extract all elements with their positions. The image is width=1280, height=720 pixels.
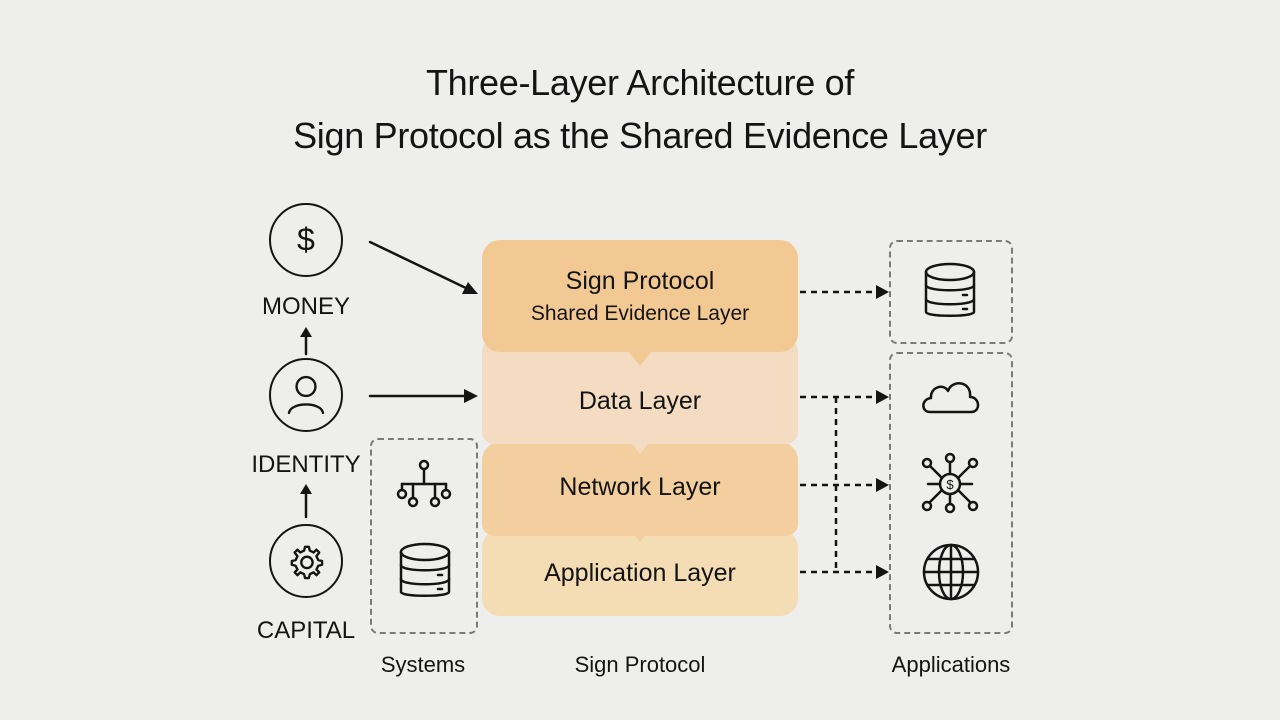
systems-database-icon [399, 542, 451, 597]
systems-box [370, 438, 478, 634]
dollar-sign: $ [297, 221, 315, 257]
application-box-bottom [889, 352, 1013, 634]
money-icon: $ [269, 203, 343, 277]
capital-gear-icon [269, 524, 343, 598]
money-label: MONEY [261, 293, 350, 320]
application-layer: Application Layer [482, 530, 798, 616]
sign-protocol-layer-label: Sign Protocol [565, 266, 715, 295]
network-layer: Network Layer [482, 442, 798, 536]
identity-icon [269, 358, 343, 432]
diagram-title-line-2: Sign Protocol as the Shared Evidence Lay… [293, 115, 987, 156]
applications-caption: Applications [891, 652, 1011, 677]
application-box-top [889, 240, 1013, 344]
arrow-money-to-sign-protocol [368, 240, 478, 294]
globe-icon [922, 543, 980, 601]
database-icon [924, 262, 976, 317]
network-tree-icon [396, 459, 452, 508]
arrow-identity-to-data-layer [368, 389, 478, 403]
capital-label: CAPITAL [256, 617, 356, 644]
arrow-capital-to-identity [300, 484, 312, 519]
diagram-title-line-1: Three-Layer Architecture of [425, 62, 855, 103]
network-layer-label: Network Layer [559, 472, 721, 501]
systems-caption: Systems [380, 652, 466, 677]
application-layer-label: Application Layer [544, 558, 736, 587]
sign-protocol-caption: Sign Protocol [574, 652, 706, 677]
arrow-identity-to-money [300, 327, 312, 356]
svg-text:$: $ [946, 477, 954, 492]
network-hub-icon: $ [921, 452, 979, 514]
sign-protocol-layer: Sign Protocol Shared Evidence Layer [482, 240, 798, 352]
pointer-data-to-network [630, 441, 650, 454]
identity-label: IDENTITY [251, 451, 361, 478]
data-layer-label: Data Layer [578, 386, 702, 415]
cloud-icon [922, 382, 980, 414]
sign-protocol-layer-sublabel: Shared Evidence Layer [530, 301, 750, 325]
dashed-connectors [800, 285, 889, 579]
pointer-sign-to-data [628, 351, 652, 366]
